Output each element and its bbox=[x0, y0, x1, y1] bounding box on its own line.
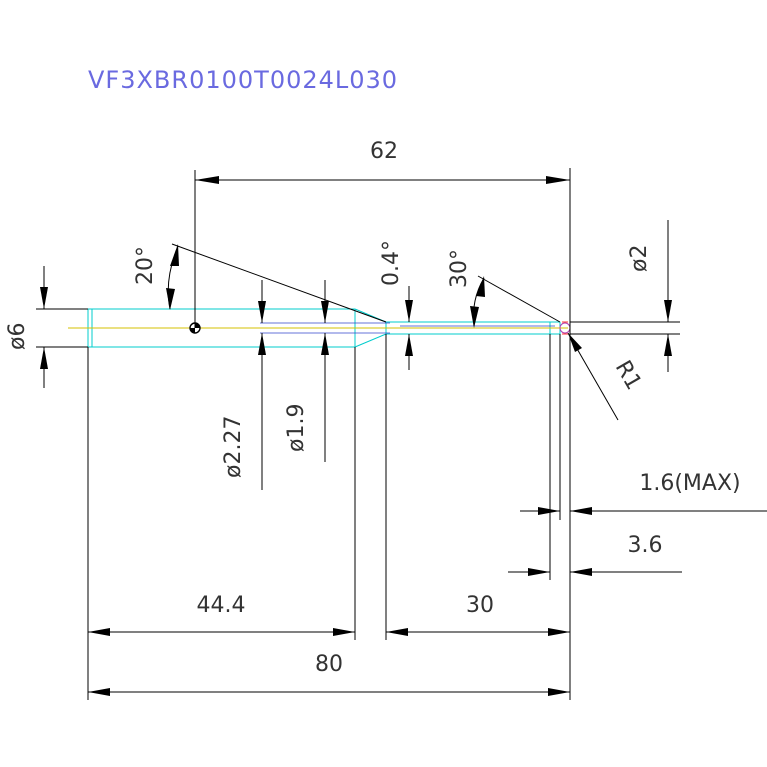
dim-3-6: 3.6 bbox=[508, 334, 682, 580]
dim-radius-r1: R1 bbox=[567, 332, 646, 421]
dia-1-9-label: ø1.9 bbox=[284, 404, 309, 452]
angle-30-label: 30° bbox=[447, 249, 472, 288]
dim-62-label: 62 bbox=[370, 139, 398, 164]
dim-angle-30: 30° bbox=[447, 249, 561, 328]
radius-r1-label: R1 bbox=[610, 357, 646, 395]
dim-1-6-max: 1.6(MAX) bbox=[520, 334, 767, 520]
dim-44-4-label: 44.4 bbox=[197, 593, 246, 618]
angle-20-label: 20° bbox=[133, 246, 158, 285]
dim-angle-20: 20° bbox=[133, 243, 387, 323]
dim-80-label: 80 bbox=[315, 652, 343, 677]
dim-44-4: 44.4 bbox=[87, 347, 356, 700]
dia-2-27-label: ø2.27 bbox=[221, 416, 246, 478]
dia-6-label: ø6 bbox=[5, 323, 30, 350]
dim-angle-0-4: 0.4° bbox=[379, 240, 413, 370]
dim-62: 62 bbox=[194, 139, 571, 700]
dim-dia-2: ø2 bbox=[570, 220, 680, 372]
dim-3-6-label: 3.6 bbox=[628, 533, 663, 558]
dia-2-label: ø2 bbox=[627, 245, 652, 272]
dim-30: 30 bbox=[385, 334, 570, 640]
dim-dia-2-27: ø2.27 bbox=[221, 280, 266, 490]
part-number-title: VF3XBR0100T0024L030 bbox=[88, 66, 398, 94]
dim-dia-1-9: ø1.9 bbox=[284, 280, 329, 462]
dim-dia-6: ø6 bbox=[5, 266, 88, 388]
dim-80: 80 bbox=[88, 652, 570, 696]
dim-1-6-max-label: 1.6(MAX) bbox=[639, 471, 740, 496]
dim-30-label: 30 bbox=[466, 593, 494, 618]
angle-0-4-label: 0.4° bbox=[379, 240, 404, 286]
